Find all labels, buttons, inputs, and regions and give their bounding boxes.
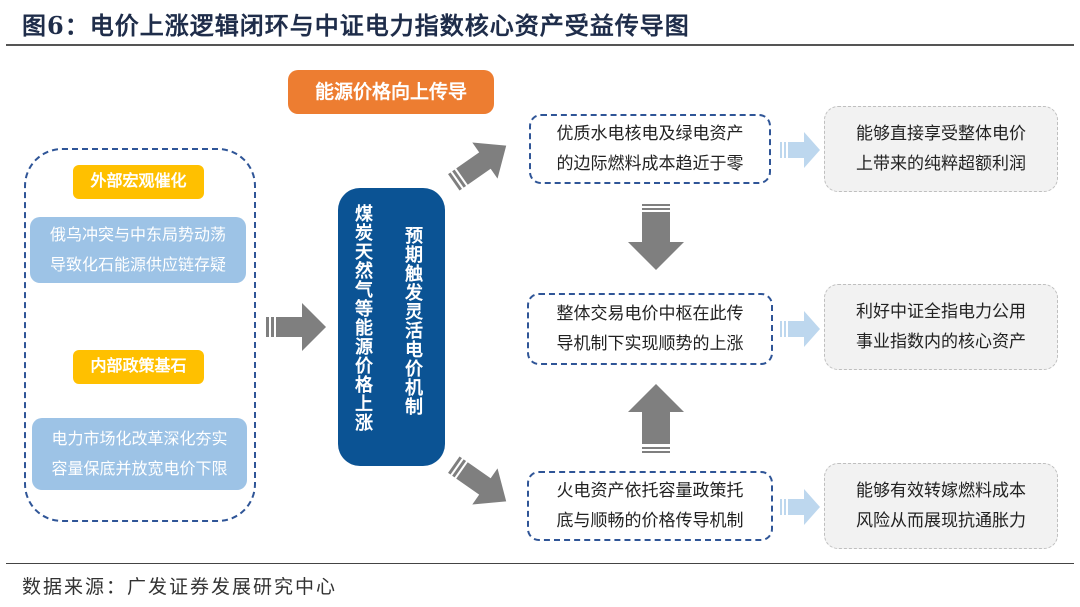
arrow-down-icon <box>628 204 684 270</box>
internal-policy-tag: 内部政策基石 <box>73 350 204 384</box>
hydro-nuclear-green-box: 优质水电核电及绿电资产 的边际燃料成本趋近于零 <box>529 114 771 184</box>
internal-policy-box: 电力市场化改革深化夯实 容量保底并放宽电价下限 <box>32 418 247 490</box>
arrow-down-right-icon <box>448 456 507 505</box>
external-catalyst-box: 俄乌冲突与中东局势动荡 导致化石能源供应链存疑 <box>30 217 246 283</box>
arrow-right-light-icon <box>780 489 820 525</box>
arrow-up-icon <box>628 384 684 453</box>
internal-line-2: 容量保底并放宽电价下限 <box>51 459 228 478</box>
middle-1-line-2: 的边际燃料成本趋近于零 <box>556 154 744 174</box>
arrow-up-right-icon <box>448 142 507 191</box>
result-1-line-2: 上带来的纯粹超额利润 <box>856 154 1026 174</box>
arrow-right-icon <box>266 303 326 351</box>
energy-price-rise-text: 煤炭天然气等能源价格上涨 <box>352 204 373 432</box>
anti-inflation-box: 能够有效转嫁燃料成本 风险从而展现抗通胀力 <box>824 463 1058 549</box>
middle-3-line-2: 底与顺畅的价格传导机制 <box>556 511 744 531</box>
middle-1-line-1: 优质水电核电及绿电资产 <box>556 124 744 144</box>
result-3-line-1: 能够有效转嫁燃料成本 <box>856 481 1026 501</box>
internal-line-1: 电力市场化改革深化夯实 <box>51 429 228 448</box>
external-line-2: 导致化石能源供应链存疑 <box>49 255 226 274</box>
external-line-1: 俄乌冲突与中东局势动荡 <box>49 225 226 244</box>
arrow-right-light-icon <box>780 311 820 347</box>
middle-3-line-1: 火电资产依托容量政策托 <box>556 481 744 501</box>
result-3-line-2: 风险从而展现抗通胀力 <box>856 511 1026 531</box>
title-divider <box>6 44 1074 46</box>
energy-price-transmission-tag: 能源价格向上传导 <box>288 70 494 114</box>
result-2-line-2: 事业指数内的核心资产 <box>856 332 1026 352</box>
external-catalyst-tag: 外部宏观催化 <box>73 165 204 199</box>
result-1-line-1: 能够直接享受整体电价 <box>856 124 1026 144</box>
middle-2-line-2: 导机制下实现顺势的上涨 <box>556 334 744 354</box>
excess-profit-box: 能够直接享受整体电价 上带来的纯粹超额利润 <box>824 106 1058 192</box>
flexible-pricing-text: 预期触发灵活电价机制 <box>402 226 423 416</box>
figure-title: 图6：电价上涨逻辑闭环与中证电力指数核心资产受益传导图 <box>22 11 690 40</box>
energy-price-rise-box: 煤炭天然气等能源价格上涨 预期触发灵活电价机制 <box>338 188 445 466</box>
data-source: 数据来源：广发证券发展研究中心 <box>22 576 338 598</box>
trading-price-box: 整体交易电价中枢在此传 导机制下实现顺势的上涨 <box>527 293 773 365</box>
arrow-right-light-icon <box>780 132 820 168</box>
middle-2-line-1: 整体交易电价中枢在此传 <box>556 304 744 324</box>
thermal-power-box: 火电资产依托容量政策托 底与顺畅的价格传导机制 <box>527 471 773 541</box>
source-divider <box>6 563 1074 564</box>
result-2-line-1: 利好中证全指电力公用 <box>856 302 1026 322</box>
drivers-frame <box>24 148 256 522</box>
core-assets-box: 利好中证全指电力公用 事业指数内的核心资产 <box>824 284 1058 370</box>
